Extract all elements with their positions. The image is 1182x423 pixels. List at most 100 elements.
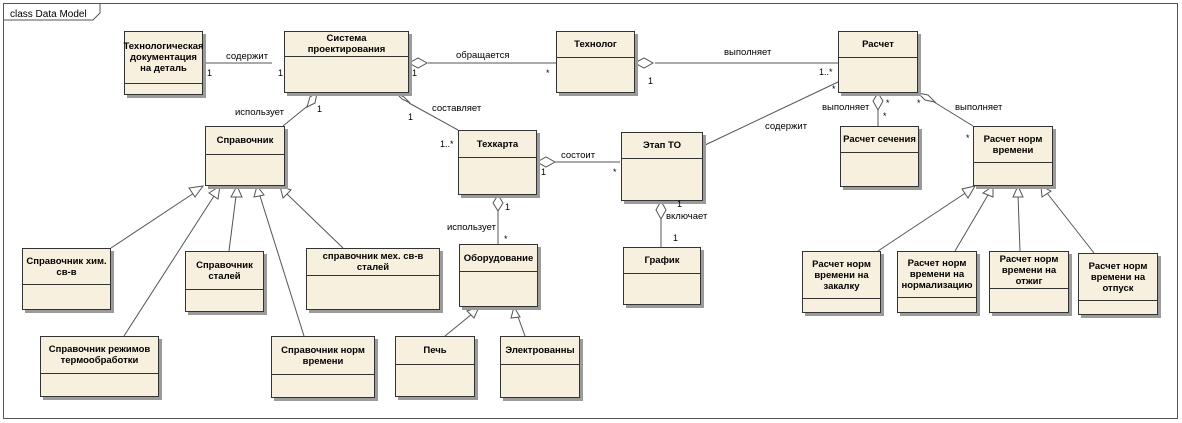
class-section-calc[interactable]: Расчет сечения bbox=[840, 126, 919, 187]
class-ref-chem[interactable]: Справочник хим. св-в bbox=[22, 248, 111, 310]
class-calc-quench-name: Расчет норм времени на закалку bbox=[803, 252, 880, 299]
class-cad-system-name: Система проектирования bbox=[285, 32, 408, 57]
agg-diamond-system-right bbox=[407, 57, 429, 69]
label-includes: включает bbox=[666, 211, 708, 222]
class-tech-doc[interactable]: Технологическая документация на деталь bbox=[123, 31, 204, 95]
class-graph-name: График bbox=[624, 248, 700, 274]
mult-techcard-stage-right: * bbox=[613, 167, 617, 177]
mult-system-technologist-right: * bbox=[546, 68, 550, 78]
mult-techcard-equipment-top: 1 bbox=[505, 202, 511, 212]
class-graph[interactable]: График bbox=[623, 247, 701, 305]
frame-tab-outline bbox=[3, 3, 101, 21]
label-composes: составляет bbox=[432, 103, 482, 114]
mult-stage-graph-bottom: 1 bbox=[673, 233, 679, 243]
class-calc-temper[interactable]: Расчет норм времени на отпуск bbox=[1078, 253, 1158, 315]
class-time-norm-calc-name: Расчет норм времени bbox=[974, 127, 1052, 163]
gen-arrow-timenorm bbox=[253, 184, 265, 198]
gen-mech-reference bbox=[286, 193, 344, 249]
label-consists: состоит bbox=[561, 150, 596, 161]
gen-arrow-steel bbox=[230, 184, 243, 198]
class-time-norm-calc[interactable]: Расчет норм времени bbox=[973, 126, 1053, 186]
class-electro-bath-name: Электрованны bbox=[501, 337, 579, 365]
class-ref-heat-modes[interactable]: Справочник режимов термообработки bbox=[40, 336, 159, 397]
gen-steel-reference bbox=[228, 195, 237, 252]
gen-arrow-normalize bbox=[981, 185, 994, 198]
label-addresses: обращается bbox=[456, 50, 510, 61]
class-ref-steel-name: Справочник сталей bbox=[186, 252, 263, 290]
mult-system-techcard-bottom: 1..* bbox=[440, 139, 454, 149]
agg-diamond-system-bottom-left bbox=[306, 92, 318, 108]
mult-calc-section-bottom: * bbox=[883, 111, 887, 121]
mult-doc-system-left: 1 bbox=[207, 68, 213, 78]
label-performs-technologist: выполняет bbox=[724, 47, 772, 58]
gen-arrow-chem bbox=[188, 185, 205, 198]
class-techcard-name: Техкарта bbox=[459, 131, 536, 158]
class-calc-normalize[interactable]: Расчет норм времени на нормализацию bbox=[897, 251, 977, 313]
class-ref-time-norm-name: Справочник норм времени bbox=[272, 337, 374, 375]
mult-technologist-calc-left: 1 bbox=[648, 76, 654, 86]
class-equipment-name: Оборудование bbox=[460, 245, 537, 272]
label-performs-section: выполняет bbox=[822, 102, 870, 113]
gen-arrow-heat bbox=[208, 184, 221, 200]
assoc-system-techcard bbox=[408, 102, 459, 131]
class-ref-mech[interactable]: справочник мех. св-в сталей bbox=[306, 248, 440, 310]
class-reference-name: Справочник bbox=[206, 127, 284, 155]
assoc-calc-stage bbox=[702, 81, 839, 147]
class-calc-temper-name: Расчет норм времени на отпуск bbox=[1079, 254, 1157, 301]
gen-arrow-bath bbox=[510, 305, 521, 319]
class-calc-normalize-name: Расчет норм времени на нормализацию bbox=[898, 252, 976, 298]
gen-arrow-furnace bbox=[466, 306, 480, 319]
class-tech-doc-name: Технологическая документация на деталь bbox=[123, 32, 204, 84]
class-electro-bath[interactable]: Электрованны bbox=[500, 336, 580, 398]
mult-techcard-equipment-bottom: * bbox=[504, 234, 508, 244]
label-performs-timenorm: выполняет bbox=[955, 102, 1003, 113]
gen-arrow-temper bbox=[1040, 185, 1052, 198]
class-calculation[interactable]: Расчет bbox=[838, 31, 918, 93]
class-calculation-name: Расчет bbox=[839, 32, 917, 58]
mult-techcard-stage-left: 1 bbox=[541, 167, 547, 177]
class-stage-to-name: Этап ТО bbox=[622, 133, 702, 159]
class-techcard[interactable]: Техкарта bbox=[458, 130, 537, 195]
gen-timenorm-reference bbox=[259, 195, 305, 337]
label-uses-reference: использует bbox=[235, 107, 284, 118]
class-ref-chem-name: Справочник хим. св-в bbox=[23, 249, 110, 285]
mult-calc-stage-top: * bbox=[832, 84, 836, 94]
class-stage-to[interactable]: Этап ТО bbox=[621, 132, 703, 201]
gen-quench-timenorm bbox=[877, 191, 968, 252]
gen-chem-reference bbox=[110, 192, 195, 249]
gen-heat-reference bbox=[123, 195, 215, 337]
mult-stage-graph-top: 1 bbox=[677, 199, 683, 209]
frame-tab: class Data Model bbox=[3, 3, 100, 20]
class-furnace-name: Печь bbox=[396, 337, 474, 365]
agg-diamond-system-bottom bbox=[395, 92, 411, 104]
diagram-title: class Data Model bbox=[10, 9, 87, 20]
mult-calc-section-top: * bbox=[886, 98, 890, 108]
class-ref-heat-modes-name: Справочник режимов термообработки bbox=[41, 337, 158, 374]
class-calc-anneal-name: Расчет норм времени на отжиг bbox=[990, 252, 1068, 289]
class-furnace[interactable]: Печь bbox=[395, 336, 475, 397]
class-ref-time-norm[interactable]: Справочник норм времени bbox=[271, 336, 375, 398]
mult-calc-timenorm-top: * bbox=[917, 98, 921, 108]
gen-arrow-quench bbox=[961, 185, 977, 199]
class-ref-steel[interactable]: Справочник сталей bbox=[185, 251, 264, 312]
class-calc-quench[interactable]: Расчет норм времени на закалку bbox=[802, 251, 881, 313]
mult-doc-system-right: 1 bbox=[278, 68, 284, 78]
assoc-calc-timenorm bbox=[933, 101, 974, 127]
class-equipment[interactable]: Оборудование bbox=[459, 244, 538, 307]
label-contains-stage: содержит bbox=[765, 121, 808, 132]
gen-normalize-timenorm bbox=[954, 194, 989, 252]
class-cad-system[interactable]: Система проектирования bbox=[284, 31, 409, 93]
mult-calc-timenorm-bottom: * bbox=[966, 133, 970, 143]
class-section-calc-name: Расчет сечения bbox=[841, 127, 918, 153]
class-technologist[interactable]: Технолог bbox=[556, 31, 635, 93]
class-technologist-name: Технолог bbox=[557, 32, 634, 58]
agg-diamond-stage-bottom bbox=[655, 199, 667, 221]
class-ref-mech-name: справочник мех. св-в сталей bbox=[307, 249, 439, 276]
gen-arrow-anneal bbox=[1012, 184, 1024, 198]
label-contains-doc: содержит bbox=[226, 51, 269, 62]
mult-system-technologist-left: 1 bbox=[412, 68, 418, 78]
class-reference[interactable]: Справочник bbox=[205, 126, 285, 186]
agg-diamond-calc-section bbox=[872, 92, 884, 112]
class-calc-anneal[interactable]: Расчет норм времени на отжиг bbox=[989, 251, 1069, 313]
